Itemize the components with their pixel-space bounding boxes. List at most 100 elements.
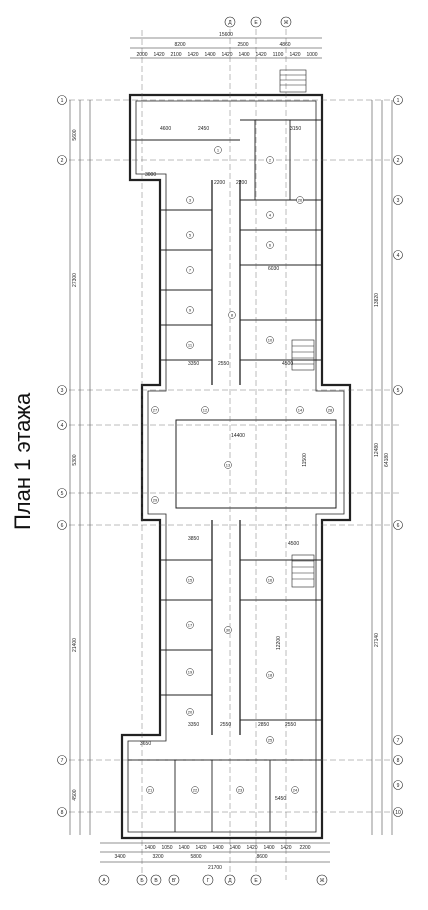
room-number: 20 — [188, 710, 193, 715]
dimension-text: 1100 — [273, 52, 284, 58]
room-number: 6 — [269, 243, 272, 248]
room-numbers: 1 2 3 4 5 6 7 8 9 10 11 12 13 14 15 16 1… — [148, 148, 333, 793]
dimension-text: 4860 — [279, 42, 290, 48]
axis-label: Ж — [320, 878, 325, 884]
room-number: 3 — [189, 198, 192, 203]
room-number: 14 — [298, 408, 303, 413]
dimension-text: 1420 — [246, 845, 257, 851]
dimension-text: 2450 — [198, 126, 209, 132]
room-number: 29 — [153, 498, 158, 503]
axis-label: 8 — [397, 758, 400, 764]
room-number: 1 — [217, 148, 220, 153]
dimension-text: 12480 — [374, 443, 380, 457]
axis-label: 3 — [397, 198, 400, 204]
dimension-text: 27300 — [72, 273, 78, 287]
axis-label: 2 — [397, 158, 400, 164]
axis-label: Е — [254, 878, 258, 884]
axis-label: В' — [172, 878, 176, 884]
axis-label: 5 — [61, 491, 64, 497]
room-number: 8 — [231, 313, 234, 318]
dimension-text: 1400 — [178, 845, 189, 851]
dimension-text: 5600 — [72, 129, 78, 140]
dimension-text: 2200 — [236, 180, 247, 186]
dimension-text: 3000 — [145, 172, 156, 178]
dimension-text: 2550 — [218, 361, 229, 367]
axis-label: 8 — [61, 810, 64, 816]
room-number: 12 — [203, 408, 208, 413]
dimension-text: 1420 — [187, 52, 198, 58]
room-number: 24 — [293, 788, 298, 793]
top-axis-markers: Д Е Ж — [224, 16, 292, 28]
room-number: 11 — [188, 343, 193, 348]
room-number: 5 — [189, 233, 192, 238]
dimension-text: 14400 — [231, 433, 245, 439]
inner-dimensions: 4600 2450 3150 3000 2200 2200 6030 3350 … — [140, 126, 308, 802]
room-number: 4 — [269, 213, 272, 218]
axis-label: 1 — [61, 98, 64, 104]
stair-lower — [291, 554, 315, 588]
room-number: 28 — [328, 408, 333, 413]
dimension-text: 2200 — [214, 180, 225, 186]
top-dimensions: 15600 8200 2500 4860 2000 1420 2100 1420… — [136, 32, 317, 58]
dimension-text: 1420 — [195, 845, 206, 851]
dimension-text: 15600 — [219, 32, 233, 38]
dimension-text: 2500 — [237, 42, 248, 48]
right-dimensions: 12480 64180 27140 13820 — [374, 293, 390, 647]
dimension-text: 8200 — [174, 42, 185, 48]
dimension-text: 5300 — [72, 454, 78, 465]
dimension-text: 1000 — [306, 52, 317, 58]
dimension-text: 8600 — [256, 854, 267, 860]
axis-label: Е — [254, 20, 258, 26]
left-dimensions: 5600 27300 5300 21400 4500 — [72, 129, 78, 800]
axis-label: 4 — [397, 253, 400, 259]
dimension-text: 21700 — [208, 865, 222, 871]
axis-label: 3 — [61, 388, 64, 394]
room-number: 10 — [268, 338, 273, 343]
partitions-upper — [130, 119, 322, 361]
dimension-text: 3650 — [140, 741, 151, 747]
dimension-text: 1400 — [212, 845, 223, 851]
axis-label: 1 — [397, 98, 400, 104]
room-number: 22 — [193, 788, 198, 793]
axis-label: 7 — [397, 738, 400, 744]
dimension-text: 2000 — [136, 52, 147, 58]
dimension-text: 1420 — [153, 52, 164, 58]
dimension-text: 4500 — [288, 541, 299, 547]
dimension-text: 1420 — [289, 52, 300, 58]
room-number: 13 — [226, 463, 231, 468]
room-number: 27 — [153, 408, 158, 413]
room-number: 26 — [298, 198, 303, 203]
axis-label: 5 — [397, 388, 400, 394]
dimension-text: 2200 — [299, 845, 310, 851]
inner-wall — [127, 100, 345, 833]
dimension-lines — [69, 37, 393, 863]
stair-top — [279, 69, 307, 93]
dimension-text: 2100 — [170, 52, 181, 58]
room-number: 15 — [188, 578, 193, 583]
dimension-text: 6030 — [268, 266, 279, 272]
room-number: 30 — [226, 628, 231, 633]
dimension-text: 3150 — [290, 126, 301, 132]
axis-label: А — [102, 878, 106, 884]
dimension-text: 1400 — [263, 845, 274, 851]
dimension-text: 2550 — [285, 722, 296, 728]
axis-label: 2 — [61, 158, 64, 164]
dimension-text: 4500 — [72, 789, 78, 800]
axis-label: 10 — [395, 810, 401, 816]
grid-axes — [60, 20, 400, 880]
room-markers — [146, 146, 334, 794]
dimension-text: 13820 — [374, 293, 380, 307]
dimension-text: 27140 — [374, 633, 380, 647]
dimension-text: 21400 — [72, 638, 78, 652]
axis-label: Г — [207, 878, 210, 884]
axis-label: 6 — [61, 523, 64, 529]
axis-label: 4 — [61, 423, 64, 429]
room-number: 19 — [188, 670, 193, 675]
dimension-text: 12200 — [276, 636, 282, 650]
right-axis-markers: 1 2 3 4 5 6 7 8 9 10 — [393, 95, 403, 817]
bottom-axis-markers: А Б В В' Г Д Е Ж — [98, 874, 328, 886]
room-number: 16 — [268, 578, 273, 583]
dimension-text: 3200 — [152, 854, 163, 860]
bottom-dimensions: 21700 3400 3200 5800 8600 1400 1050 1400… — [114, 845, 310, 871]
page-title: План 1 этажа — [10, 392, 35, 530]
